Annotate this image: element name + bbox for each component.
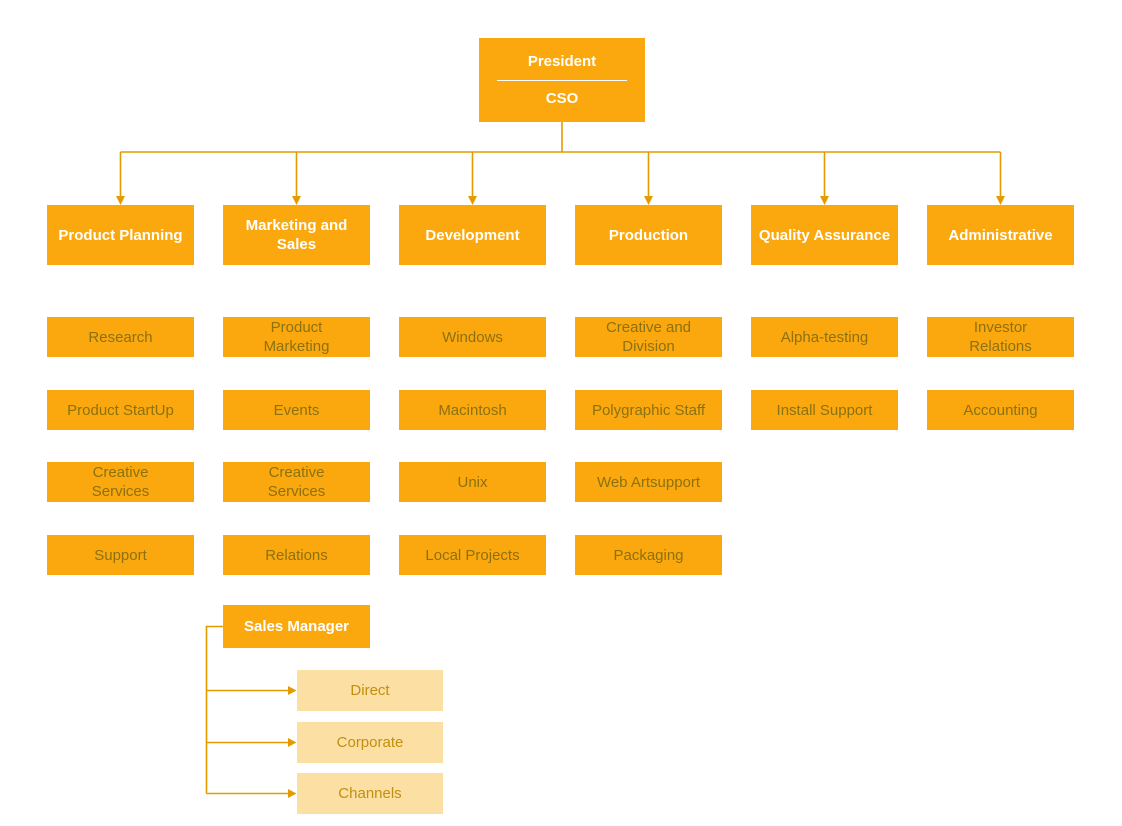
president-title: President [527,53,597,71]
item-macintosh: Macintosh [399,390,546,430]
dept-development: Development [399,205,546,265]
arrowhead-icon [116,196,125,205]
president-box: President CSO [479,38,645,122]
subitem-corporate: Corporate [297,722,443,763]
arrowhead-icon [292,196,301,205]
dept-administrative: Administrative [927,205,1074,265]
arrowhead-icon [288,738,297,747]
item-windows: Windows [399,317,546,357]
arrowhead-icon [288,686,297,695]
item-install-support: Install Support [751,390,898,430]
president-subtitle: CSO [545,89,579,107]
arrowhead-icon [288,789,297,798]
president-divider-line [497,79,627,81]
item-product-marketing: Product Marketing [223,317,370,357]
item-web-artsupport: Web Artsupport [575,462,722,502]
item-relations: Relations [223,535,370,575]
item-support: Support [47,535,194,575]
dept-quality-assurance: Quality Assurance [751,205,898,265]
item-creative-and-division: Creative and Division [575,317,722,357]
item-local-projects: Local Projects [399,535,546,575]
item-product-startup: Product StartUp [47,390,194,430]
dept-production: Production [575,205,722,265]
item-accounting: Accounting [927,390,1074,430]
item-investor-relations: Investor Relations [927,317,1074,357]
manager-sales-manager: Sales Manager [223,605,370,648]
connector-line [205,625,223,794]
subitem-channels: Channels [297,773,443,814]
arrowhead-icon [996,196,1005,205]
arrowhead-icon [644,196,653,205]
item-events: Events [223,390,370,430]
item-research: Research [47,317,194,357]
subitem-direct: Direct [297,670,443,711]
dept-product-planning: Product Planning [47,205,194,265]
item-packaging: Packaging [575,535,722,575]
arrowhead-icon [468,196,477,205]
item-creative-services: Creative Services [223,462,370,502]
dept-marketing-and-sales: Marketing and Sales [223,205,370,265]
item-polygraphic-staff: Polygraphic Staff [575,390,722,430]
item-creative-services: Creative Services [47,462,194,502]
item-unix: Unix [399,462,546,502]
item-alpha-testing: Alpha-testing [751,317,898,357]
arrowhead-icon [820,196,829,205]
